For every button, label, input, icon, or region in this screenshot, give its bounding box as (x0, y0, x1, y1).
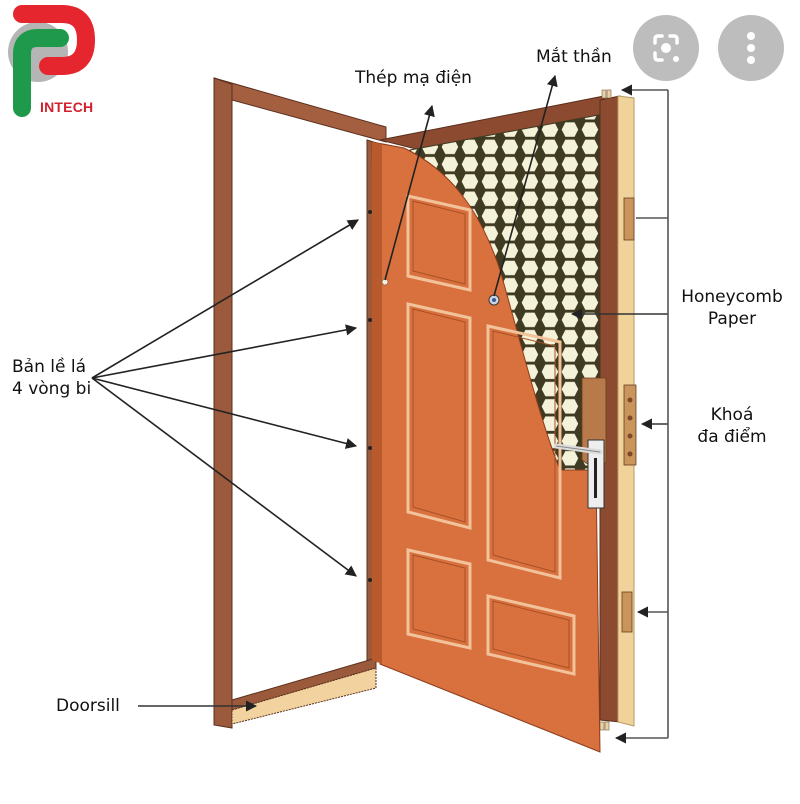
pintech-logo: INTECH (0, 0, 110, 120)
label-honeycomb-line2: Paper (707, 309, 757, 329)
door-face (371, 141, 605, 753)
peephole-leader-line (493, 74, 558, 297)
label-lock-line2: đa điểm (697, 427, 767, 447)
label-lock-line1: Khoá (710, 405, 754, 425)
multipoint-lock-bolts (621, 197, 637, 633)
label-multipoint-lock: Khoá đa điểm (680, 404, 784, 448)
door-frame (213, 77, 387, 729)
more-options-button[interactable] (718, 15, 784, 81)
visual-search-button[interactable] (633, 15, 699, 81)
doorsill (231, 657, 377, 725)
brand-name: INTECH (40, 99, 94, 115)
label-galvanized-steel: Thép mạ điện (355, 68, 472, 88)
label-hinge-line1: Bản lề lá (12, 357, 86, 377)
pintech-logo-icon (8, 5, 96, 117)
steel-leader-line (384, 104, 435, 281)
hinge-leader-lines (91, 219, 359, 577)
label-honeycomb-paper: Honeycomb Paper (670, 286, 794, 330)
edge-bracket (614, 84, 669, 744)
vertical-dots-icon (747, 32, 755, 64)
label-peephole: Mắt thần (536, 47, 612, 67)
label-doorsill: Doorsill (56, 696, 120, 716)
lens-scan-icon (653, 34, 679, 62)
label-honeycomb-line1: Honeycomb (681, 287, 783, 307)
label-hinge-line2: 4 vòng bi (12, 379, 92, 399)
label-hinges: Bản lề lá 4 vòng bi (12, 356, 91, 400)
